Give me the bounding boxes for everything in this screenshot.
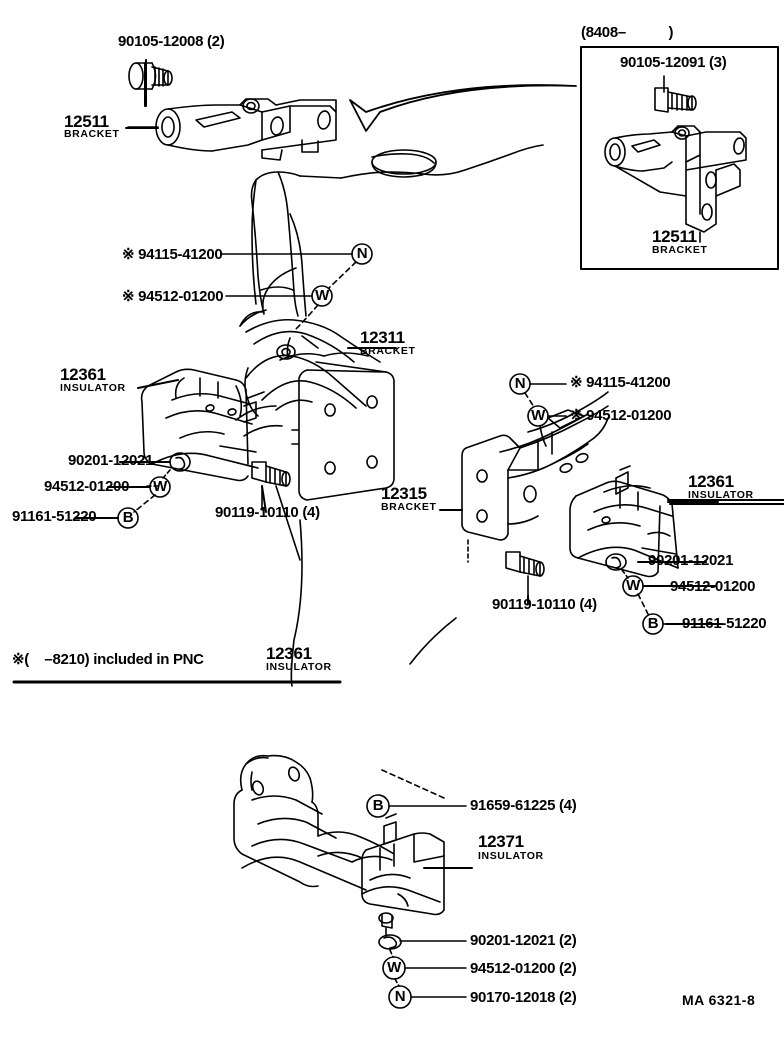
right-stud-bolt (467, 539, 545, 597)
bracket-12315 (461, 391, 609, 541)
inset-label-12511-sub: BRACKET (652, 244, 708, 256)
bracket-12311 (235, 309, 395, 501)
label-12511-pn: 12511 (64, 112, 109, 131)
label-90201-12021-bottom: 90201-12021 (2) (470, 932, 577, 949)
label-12511-sub: BRACKET (64, 128, 120, 140)
badge-w-bottom: W (387, 959, 401, 976)
label-94512-01200b-right: 94512-01200 (670, 578, 756, 595)
badge-w-center: W (315, 287, 329, 304)
label-90201-12021-center: 90201-12021 (68, 452, 154, 469)
bottom-badges (366, 794, 467, 1009)
label-90119-10110-center: 90119-10110 (4) (215, 504, 320, 521)
inset-header: (8408– ) (581, 24, 674, 41)
inset-label-12511-pn: 12511 (652, 227, 697, 246)
label-94115-41200-right: ※ 94115-41200 (570, 374, 671, 391)
label-94512-01200-center: ※ 94512-01200 (122, 288, 224, 305)
label-91161-51220-center: 91161-51220 (12, 508, 97, 525)
label-12315-sub: BRACKET (381, 501, 437, 513)
inset-bolt-illustration (654, 75, 697, 113)
badge-n-center: N (356, 245, 368, 262)
label-12361-pn-right: 12361 (688, 472, 734, 491)
leader-lines (75, 59, 784, 869)
right-badge-leaders (509, 373, 567, 447)
label-12361-pn-center: 12361 (60, 365, 106, 384)
label-90170-12018-bottom: 90170-12018 (2) (470, 989, 577, 1006)
label-12311-sub: BRACKET (360, 345, 416, 357)
label-90105-12008: 90105-12008 (2) (118, 33, 225, 50)
footnote-sub: INSULATOR (266, 661, 332, 673)
label-94512-01200-bottom: 94512-01200 (2) (470, 960, 577, 977)
top-left-bolt-illustration (128, 62, 173, 107)
badge-w2-right: W (626, 577, 640, 594)
label-12371-sub: INSULATOR (478, 850, 544, 862)
label-90105-12091: 90105-12091 (3) (620, 54, 727, 71)
badge-b-center: B (122, 509, 134, 526)
label-12361-sub-right: INSULATOR (688, 489, 754, 501)
badge-n-bottom: N (394, 988, 406, 1005)
inset-bracket-12511 (604, 125, 747, 243)
label-12311-pn: 12311 (360, 328, 405, 347)
label-91659-61225: 91659-61225 (4) (470, 797, 577, 814)
top-left-bracket-12511 (127, 98, 337, 161)
footnote-pn: 12361 (266, 644, 312, 663)
label-94512-01200b-center: 94512-01200 (44, 478, 130, 495)
badge-w2-center: W (153, 478, 167, 495)
crossmember-12371 (233, 754, 445, 937)
label-94115-41200-center: ※ 94115-41200 (122, 246, 223, 263)
badge-b-bottom: B (372, 797, 384, 814)
label-90119-10110-right: 90119-10110 (4) (492, 596, 597, 613)
footnote-text: ※( –8210) included in PNC (12, 651, 204, 668)
label-94512-01200-right: ※ 94512-01200 (570, 407, 672, 424)
label-91161-51220-right: 91161-51220 (682, 615, 767, 632)
center-badge-leaders (221, 243, 373, 332)
center-long-leader (290, 519, 457, 687)
center-stud-bolt (251, 461, 301, 561)
badge-n-right: N (514, 375, 526, 392)
badge-w-right: W (531, 407, 545, 424)
center-small-hardware (117, 452, 191, 529)
badge-b-right: B (647, 615, 659, 632)
direction-arrow (349, 84, 577, 132)
label-12371-pn: 12371 (478, 832, 524, 851)
diagram-code: MA 6321-8 (682, 992, 756, 1008)
label-12361-sub-center: INSULATOR (60, 382, 126, 394)
engine-body-outline (251, 144, 544, 305)
center-stud-shaft (239, 171, 307, 327)
inset-box-frame (580, 46, 779, 270)
label-90201-12021-right: 90201-12021 (648, 552, 734, 569)
label-12315-pn: 12315 (381, 484, 427, 503)
